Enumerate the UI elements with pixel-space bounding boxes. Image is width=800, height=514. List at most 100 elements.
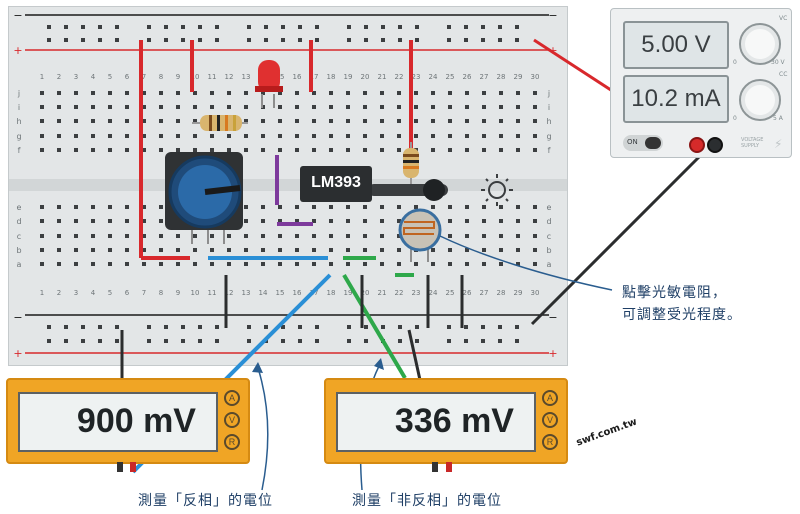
bb-hole (40, 219, 44, 223)
bb-hole (295, 91, 299, 95)
positive-terminal[interactable] (689, 137, 705, 153)
vc-label: VC (779, 15, 788, 22)
rail-hole (47, 339, 51, 343)
rail-hole (515, 339, 519, 343)
bb-hole (176, 148, 180, 152)
bb-hole (57, 262, 61, 266)
column-number-bottom: 10 (191, 289, 200, 297)
bb-hole (533, 148, 537, 152)
rail-hole (364, 339, 368, 343)
bb-hole (499, 262, 503, 266)
bb-hole (193, 91, 197, 95)
rail-hole (298, 25, 302, 29)
rail-sign: + (548, 347, 557, 360)
bb-hole (465, 219, 469, 223)
meter-left-reading: 900 mV (76, 402, 196, 440)
bb-hole (57, 248, 61, 252)
bb-hole (108, 134, 112, 138)
bb-hole (448, 91, 452, 95)
row-letter: c (17, 232, 21, 241)
column-number-bottom: 22 (395, 289, 404, 297)
bb-hole (193, 262, 197, 266)
rail-hole (498, 325, 502, 329)
rail-hole (364, 38, 368, 42)
bb-hole (448, 262, 452, 266)
bb-hole (465, 134, 469, 138)
bb-hole (499, 119, 503, 123)
bb-hole (176, 248, 180, 252)
bb-hole (176, 105, 180, 109)
multimeter-left: 900 mV A V R (6, 378, 250, 464)
bb-hole (482, 262, 486, 266)
bb-hole (329, 105, 333, 109)
bb-hole (482, 119, 486, 123)
row-letter: d (16, 217, 21, 226)
potentiometer[interactable] (165, 152, 243, 244)
bb-hole (363, 234, 367, 238)
bb-hole (431, 262, 435, 266)
bb-hole (380, 234, 384, 238)
rail-hole (198, 339, 202, 343)
bb-hole (261, 119, 265, 123)
rail-hole (64, 25, 68, 29)
rail-hole (481, 38, 485, 42)
bb-hole (482, 148, 486, 152)
bb-hole (159, 105, 163, 109)
meter-left-btn-r[interactable]: R (224, 434, 240, 450)
rail-hole (181, 25, 185, 29)
bb-hole (57, 148, 61, 152)
bb-hole (125, 205, 129, 209)
column-number-top: 3 (74, 73, 78, 81)
rail-hole (498, 38, 502, 42)
power-toggle-label: ON (627, 138, 638, 146)
bb-hole (210, 134, 214, 138)
rail-hole (464, 325, 468, 329)
column-number-top: 12 (225, 73, 234, 81)
ic-chip-lm393: LM393 (300, 166, 372, 202)
row-letter: g (546, 132, 551, 141)
column-number-top: 19 (344, 73, 353, 81)
bb-hole (125, 234, 129, 238)
meter-right-btn-v[interactable]: V (542, 412, 558, 428)
bb-hole (397, 234, 401, 238)
bb-hole (125, 219, 129, 223)
voltage-knob[interactable] (739, 23, 781, 65)
negative-terminal[interactable] (707, 137, 723, 153)
rail-hole (215, 25, 219, 29)
bb-hole (108, 148, 112, 152)
current-knob[interactable] (739, 79, 781, 121)
bb-hole (261, 148, 265, 152)
bb-hole (465, 205, 469, 209)
bb-hole (329, 234, 333, 238)
bb-hole (363, 105, 367, 109)
rail-hole (47, 25, 51, 29)
bb-hole (295, 119, 299, 123)
meter-left-probe-black (117, 462, 123, 472)
rail-hole (115, 25, 119, 29)
led-red (255, 60, 283, 108)
meter-right-btn-a[interactable]: A (542, 390, 558, 406)
meter-left-btn-a[interactable]: A (224, 390, 240, 406)
rail-hole (464, 339, 468, 343)
meter-right-btn-r[interactable]: R (542, 434, 558, 450)
bb-hole (261, 248, 265, 252)
rail-sign: + (13, 347, 22, 360)
light-slider[interactable] (368, 179, 448, 201)
bb-hole (278, 148, 282, 152)
power-toggle[interactable]: ON (623, 135, 663, 151)
column-number-bottom: 1 (40, 289, 44, 297)
bb-hole (448, 134, 452, 138)
bb-hole (261, 91, 265, 95)
ldr-photoresistor[interactable] (398, 208, 442, 262)
bb-hole (397, 105, 401, 109)
bb-hole (516, 91, 520, 95)
bb-hole (346, 219, 350, 223)
column-number-top: 25 (446, 73, 455, 81)
rail-hole (247, 25, 251, 29)
bb-hole (312, 91, 316, 95)
column-number-bottom: 7 (142, 289, 146, 297)
bb-hole (329, 134, 333, 138)
meter-left-btn-v[interactable]: V (224, 412, 240, 428)
rail-hole (315, 339, 319, 343)
row-letter: h (546, 117, 551, 126)
